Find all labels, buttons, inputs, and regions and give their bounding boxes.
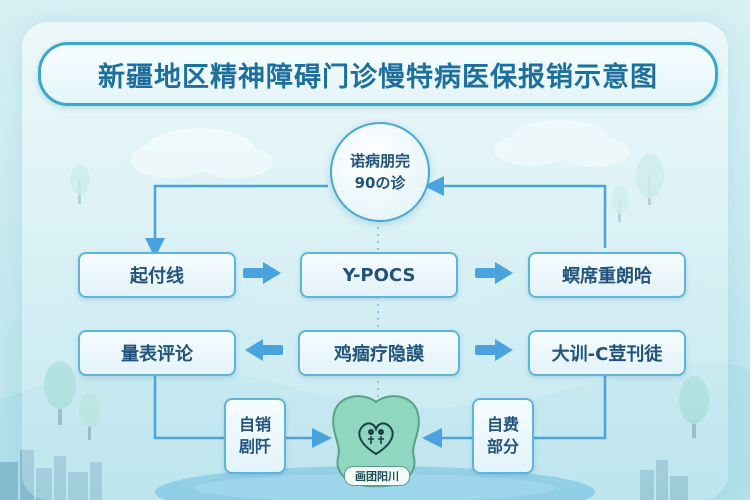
box-left-top: 起付线	[78, 252, 236, 298]
badge-label-text: 画团阳川	[355, 470, 399, 483]
box-bottom-left: 自销 剧阡	[224, 398, 286, 474]
heart-people-icon	[358, 422, 394, 456]
box-center-mid: 鸡痼疗隐謨	[298, 330, 460, 376]
connector-circle-to-left	[145, 184, 328, 258]
circle-line-2: 90の诊	[354, 174, 406, 192]
page-title: 新疆地区精神障碍门诊慢特病医保报销示意图	[98, 61, 658, 93]
box-bottom-right-line-2: 部分	[486, 437, 519, 456]
box-right-mid: 大训-C荳刊徒	[528, 330, 686, 376]
box-bottom-right-line-1: 自费	[486, 415, 519, 434]
badge-label: 画团阳川	[344, 466, 410, 486]
box-center-mid-label: 鸡痼疗隐謨	[334, 344, 424, 365]
arrow-row1-left	[243, 262, 281, 284]
box-bottom-left-line-1: 自销	[238, 415, 271, 434]
center-badge: 画团阳川	[324, 392, 428, 492]
box-left-top-label: 起付线	[130, 266, 184, 287]
box-left-mid-label: 量表评论	[121, 344, 193, 365]
box-right-top: 螟席重朗哈	[528, 252, 686, 298]
arrow-row2-right	[475, 339, 513, 361]
box-right-mid-label: 大训-C荳刊徒	[551, 344, 663, 365]
badge-shape	[332, 395, 420, 488]
arrow-row2-left	[245, 339, 283, 361]
title-banner: 新疆地区精神障碍门诊慢特病医保报销示意图	[38, 42, 718, 106]
box-left-mid: 量表评论	[78, 330, 236, 376]
box-center-top-label: Y-POCS	[342, 264, 416, 286]
connector-right-to-circle	[424, 176, 607, 248]
arrow-row1-right	[475, 262, 513, 284]
connector-right-bottom	[530, 372, 607, 440]
circle-node: 诺病朋完 90の诊	[330, 122, 430, 222]
box-right-top-label: 螟席重朗哈	[562, 266, 652, 287]
connector-left-bottom	[153, 372, 226, 440]
circle-line-1: 诺病朋完	[349, 152, 410, 170]
box-bottom-left-line-2: 剧阡	[238, 437, 271, 456]
box-center-top: Y-POCS	[300, 252, 458, 298]
box-bottom-right: 自费 部分	[472, 398, 534, 474]
